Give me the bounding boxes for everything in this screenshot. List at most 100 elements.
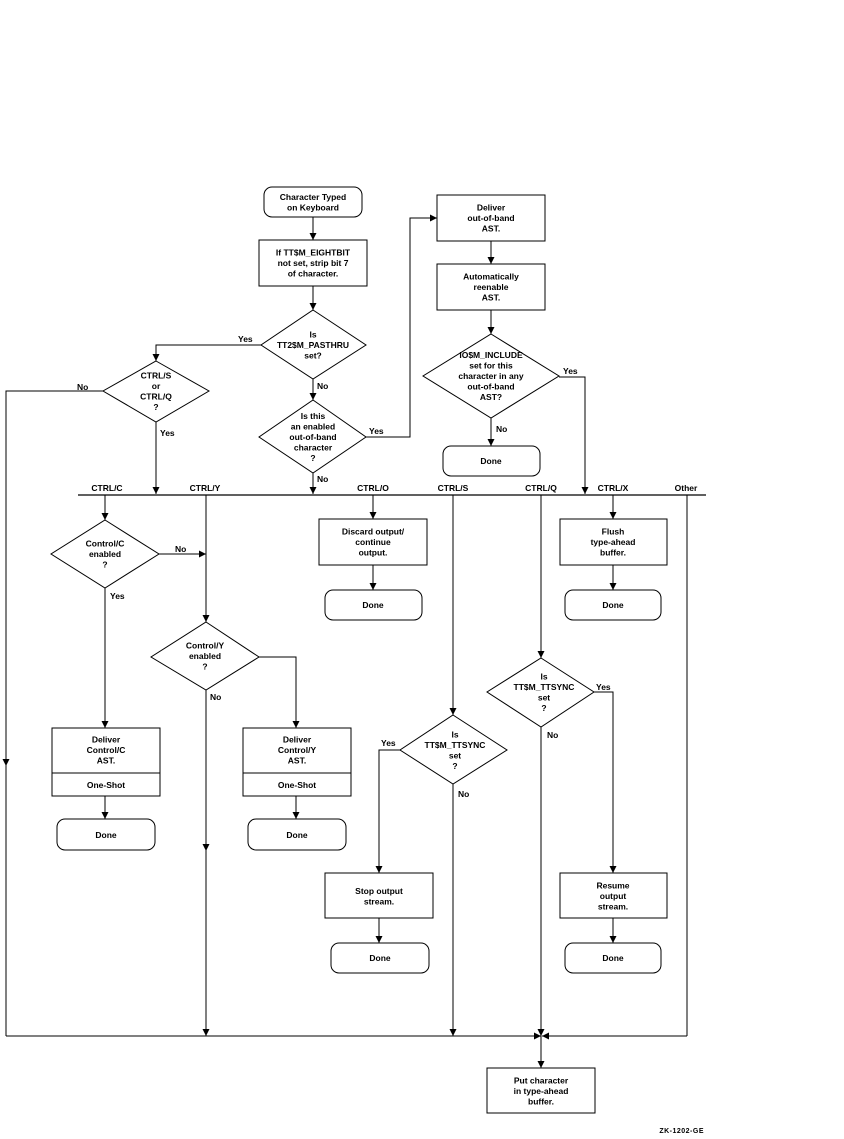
- ttsync-q-yes-label: Yes: [596, 682, 611, 692]
- node-text-line: character in any: [458, 371, 523, 381]
- done-include: Done: [442, 445, 541, 477]
- node-text-line: set: [449, 750, 461, 760]
- ctrlsq-no-label: No: [77, 382, 88, 392]
- done-ctrlc: Done: [56, 818, 156, 851]
- node-text-line: Flush: [602, 527, 625, 537]
- node-text-line: Control/Y: [186, 641, 225, 651]
- node-text-line: ?: [153, 402, 158, 412]
- node-text-line: Put character: [514, 1076, 569, 1086]
- node-text-line: Stop output: [355, 886, 403, 896]
- node-text-line: Control/Y: [278, 745, 317, 755]
- node-text-line: Deliver: [283, 735, 312, 745]
- node-text-line: IO$M_INCLUDE: [459, 350, 523, 360]
- ctrly-oneshot-text: One-Shot: [278, 780, 316, 790]
- done-stop-text: Done: [369, 953, 391, 963]
- node-text-line: TT$M_TTSYNC: [425, 740, 486, 750]
- done-include-text: Done: [480, 456, 502, 466]
- node-text-line: CTRL/S: [141, 370, 172, 380]
- done-resume-text: Done: [602, 953, 624, 963]
- node-text-line: Is: [540, 671, 547, 681]
- node-text-line: reenable: [474, 282, 509, 292]
- node-text-line: AST.: [97, 756, 115, 766]
- node-text-line: Done: [602, 953, 624, 963]
- done-discard-text: Done: [362, 600, 384, 610]
- node-text-line: Done: [480, 456, 502, 466]
- branch-ctrl-o: CTRL/O: [357, 483, 389, 493]
- node-text-line: output: [600, 891, 627, 901]
- node-text-line: character: [294, 443, 333, 453]
- include-no-label: No: [496, 424, 507, 434]
- node-text-line: buffer.: [528, 1097, 554, 1107]
- node-text-line: set for this: [469, 361, 513, 371]
- node-text-line: not set, strip bit 7: [278, 258, 349, 268]
- node-text-line: enabled: [189, 651, 221, 661]
- node-text-line: ?: [310, 453, 315, 463]
- branch-ctrl-x: CTRL/X: [598, 483, 629, 493]
- ctrlc-no-label: No: [175, 544, 186, 554]
- node-text-line: ?: [541, 703, 546, 713]
- oob-yes-label: Yes: [369, 426, 384, 436]
- passthru-yes-label: Yes: [238, 334, 253, 344]
- node-text-line: Control/C: [87, 745, 126, 755]
- branch-ctrl-q: CTRL/Q: [525, 483, 557, 493]
- branch-labels: CTRL/C CTRL/Y CTRL/O CTRL/S CTRL/Q CTRL/…: [91, 483, 698, 493]
- node-text-line: Is: [451, 729, 458, 739]
- node-text-line: or: [152, 381, 161, 391]
- node-text-line: stream.: [598, 902, 628, 912]
- node-text-line: buffer.: [600, 548, 626, 558]
- done-resume: Done: [564, 942, 662, 974]
- node-text-line: enabled: [89, 549, 121, 559]
- node-text-line: One-Shot: [87, 780, 125, 790]
- node-text-line: Done: [286, 830, 308, 840]
- node-text-line: Deliver: [477, 203, 506, 213]
- node-text-line: Automatically: [463, 272, 519, 282]
- node-text-line: Done: [602, 600, 624, 610]
- node-text-line: TT2$M_PASTHRU: [277, 340, 349, 350]
- done-ctrly: Done: [247, 818, 347, 851]
- node-text-line: in type-ahead: [514, 1086, 569, 1096]
- node-text-line: set: [538, 692, 550, 702]
- node-text-line: type-ahead: [591, 537, 636, 547]
- done-flush: Done: [564, 589, 662, 621]
- node-text-line: Done: [362, 600, 384, 610]
- ttsync-q-no-label: No: [547, 730, 558, 740]
- figure-id: ZK-1202-GE: [659, 1128, 704, 1135]
- node-text-line: Character Typed: [280, 192, 346, 202]
- node-text-line: TT$M_TTSYNC: [514, 682, 575, 692]
- ctrlsq-yes-label: Yes: [160, 428, 175, 438]
- done-ctrlc-text: Done: [95, 830, 117, 840]
- branch-ctrl-y: CTRL/Y: [190, 483, 221, 493]
- done-stop: Done: [330, 942, 430, 974]
- done-discard: Done: [324, 589, 423, 621]
- node-text-line: CTRL/Q: [140, 391, 172, 401]
- include-yes-label: Yes: [563, 366, 578, 376]
- edge-labels: Yes No No Yes Yes No Yes No No Yes No Ye…: [77, 334, 611, 799]
- node-text-line: Done: [95, 830, 117, 840]
- node-text-line: AST.: [482, 224, 500, 234]
- ttsync-s-yes-label: Yes: [381, 738, 396, 748]
- node-text-line: One-Shot: [278, 780, 316, 790]
